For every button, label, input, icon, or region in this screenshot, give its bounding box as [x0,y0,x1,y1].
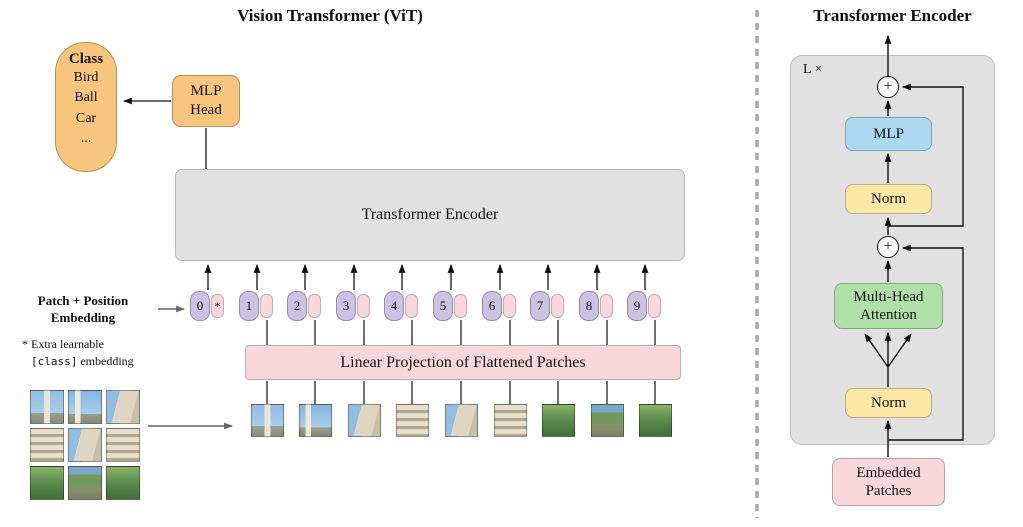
norm-box-bottom: Norm [845,388,932,418]
class-token-embedding: * [211,294,224,318]
class-output-capsule: Class Bird Ball Car ... [55,42,117,172]
class-token-code: [class] [31,354,78,368]
token-4: 4 [384,291,404,321]
patch-embedding-1 [260,294,273,318]
token-5: 5 [433,291,453,321]
grid-patch [68,428,102,462]
transformer-encoder-box: Transformer Encoder [175,169,685,261]
linear-projection-box: Linear Projection of Flattened Patches [245,345,681,380]
image-patch-7 [542,404,575,437]
patch-embedding-8 [600,294,613,318]
grid-patch [30,466,64,500]
grid-patch [106,390,140,424]
mlp-head-box: MLP Head [172,75,240,127]
class-items: Bird Ball Car ... [73,70,99,146]
mlp-box: MLP [845,117,932,151]
grid-patch [106,428,140,462]
patch-embedding-2 [308,294,321,318]
patch-embedding-3 [357,294,370,318]
class-embedding-note: * Extra learnable [class] embedding [22,336,192,370]
residual-add-icon-top: + [877,76,899,98]
right-title: Transformer Encoder [813,6,972,25]
left-title: Vision Transformer (ViT) [237,6,423,25]
token-9: 9 [627,291,647,321]
class-heading: Class [68,51,104,67]
source-image-grid [30,390,140,500]
note-line2: [class] embedding [31,353,192,370]
image-patch-4 [396,404,429,437]
image-patch-9 [639,404,672,437]
token-6: 6 [482,291,502,321]
patch-embedding-6 [503,294,516,318]
patch-embedding-9 [648,294,661,318]
grid-patch [106,466,140,500]
image-patch-3 [348,404,381,437]
token-0: 0 [190,291,210,321]
token-2: 2 [287,291,307,321]
token-7: 7 [530,291,550,321]
patch-embedding-7 [551,294,564,318]
grid-patch [68,390,102,424]
image-patch-2 [299,404,332,437]
token-3: 3 [336,291,356,321]
image-patch-8 [591,404,624,437]
grid-patch [30,390,64,424]
token-1: 1 [239,291,259,321]
patch-embedding-4 [405,294,418,318]
grid-patch [30,428,64,462]
note-line1: * Extra learnable [22,337,104,351]
multi-head-attention-box: Multi-Head Attention [834,283,943,329]
image-patch-1 [251,404,284,437]
residual-add-icon-bottom: + [877,236,899,258]
loop-count-label: L × [803,62,823,77]
norm-box-top: Norm [845,184,932,214]
patch-embedding-5 [454,294,467,318]
patch-position-label: Patch + Position Embedding [37,293,129,325]
token-8: 8 [579,291,599,321]
grid-patch [68,466,102,500]
image-patch-6 [494,404,527,437]
embedded-patches-box: Embedded Patches [832,458,945,506]
image-patch-5 [445,404,478,437]
note-suffix: embedding [80,353,134,368]
